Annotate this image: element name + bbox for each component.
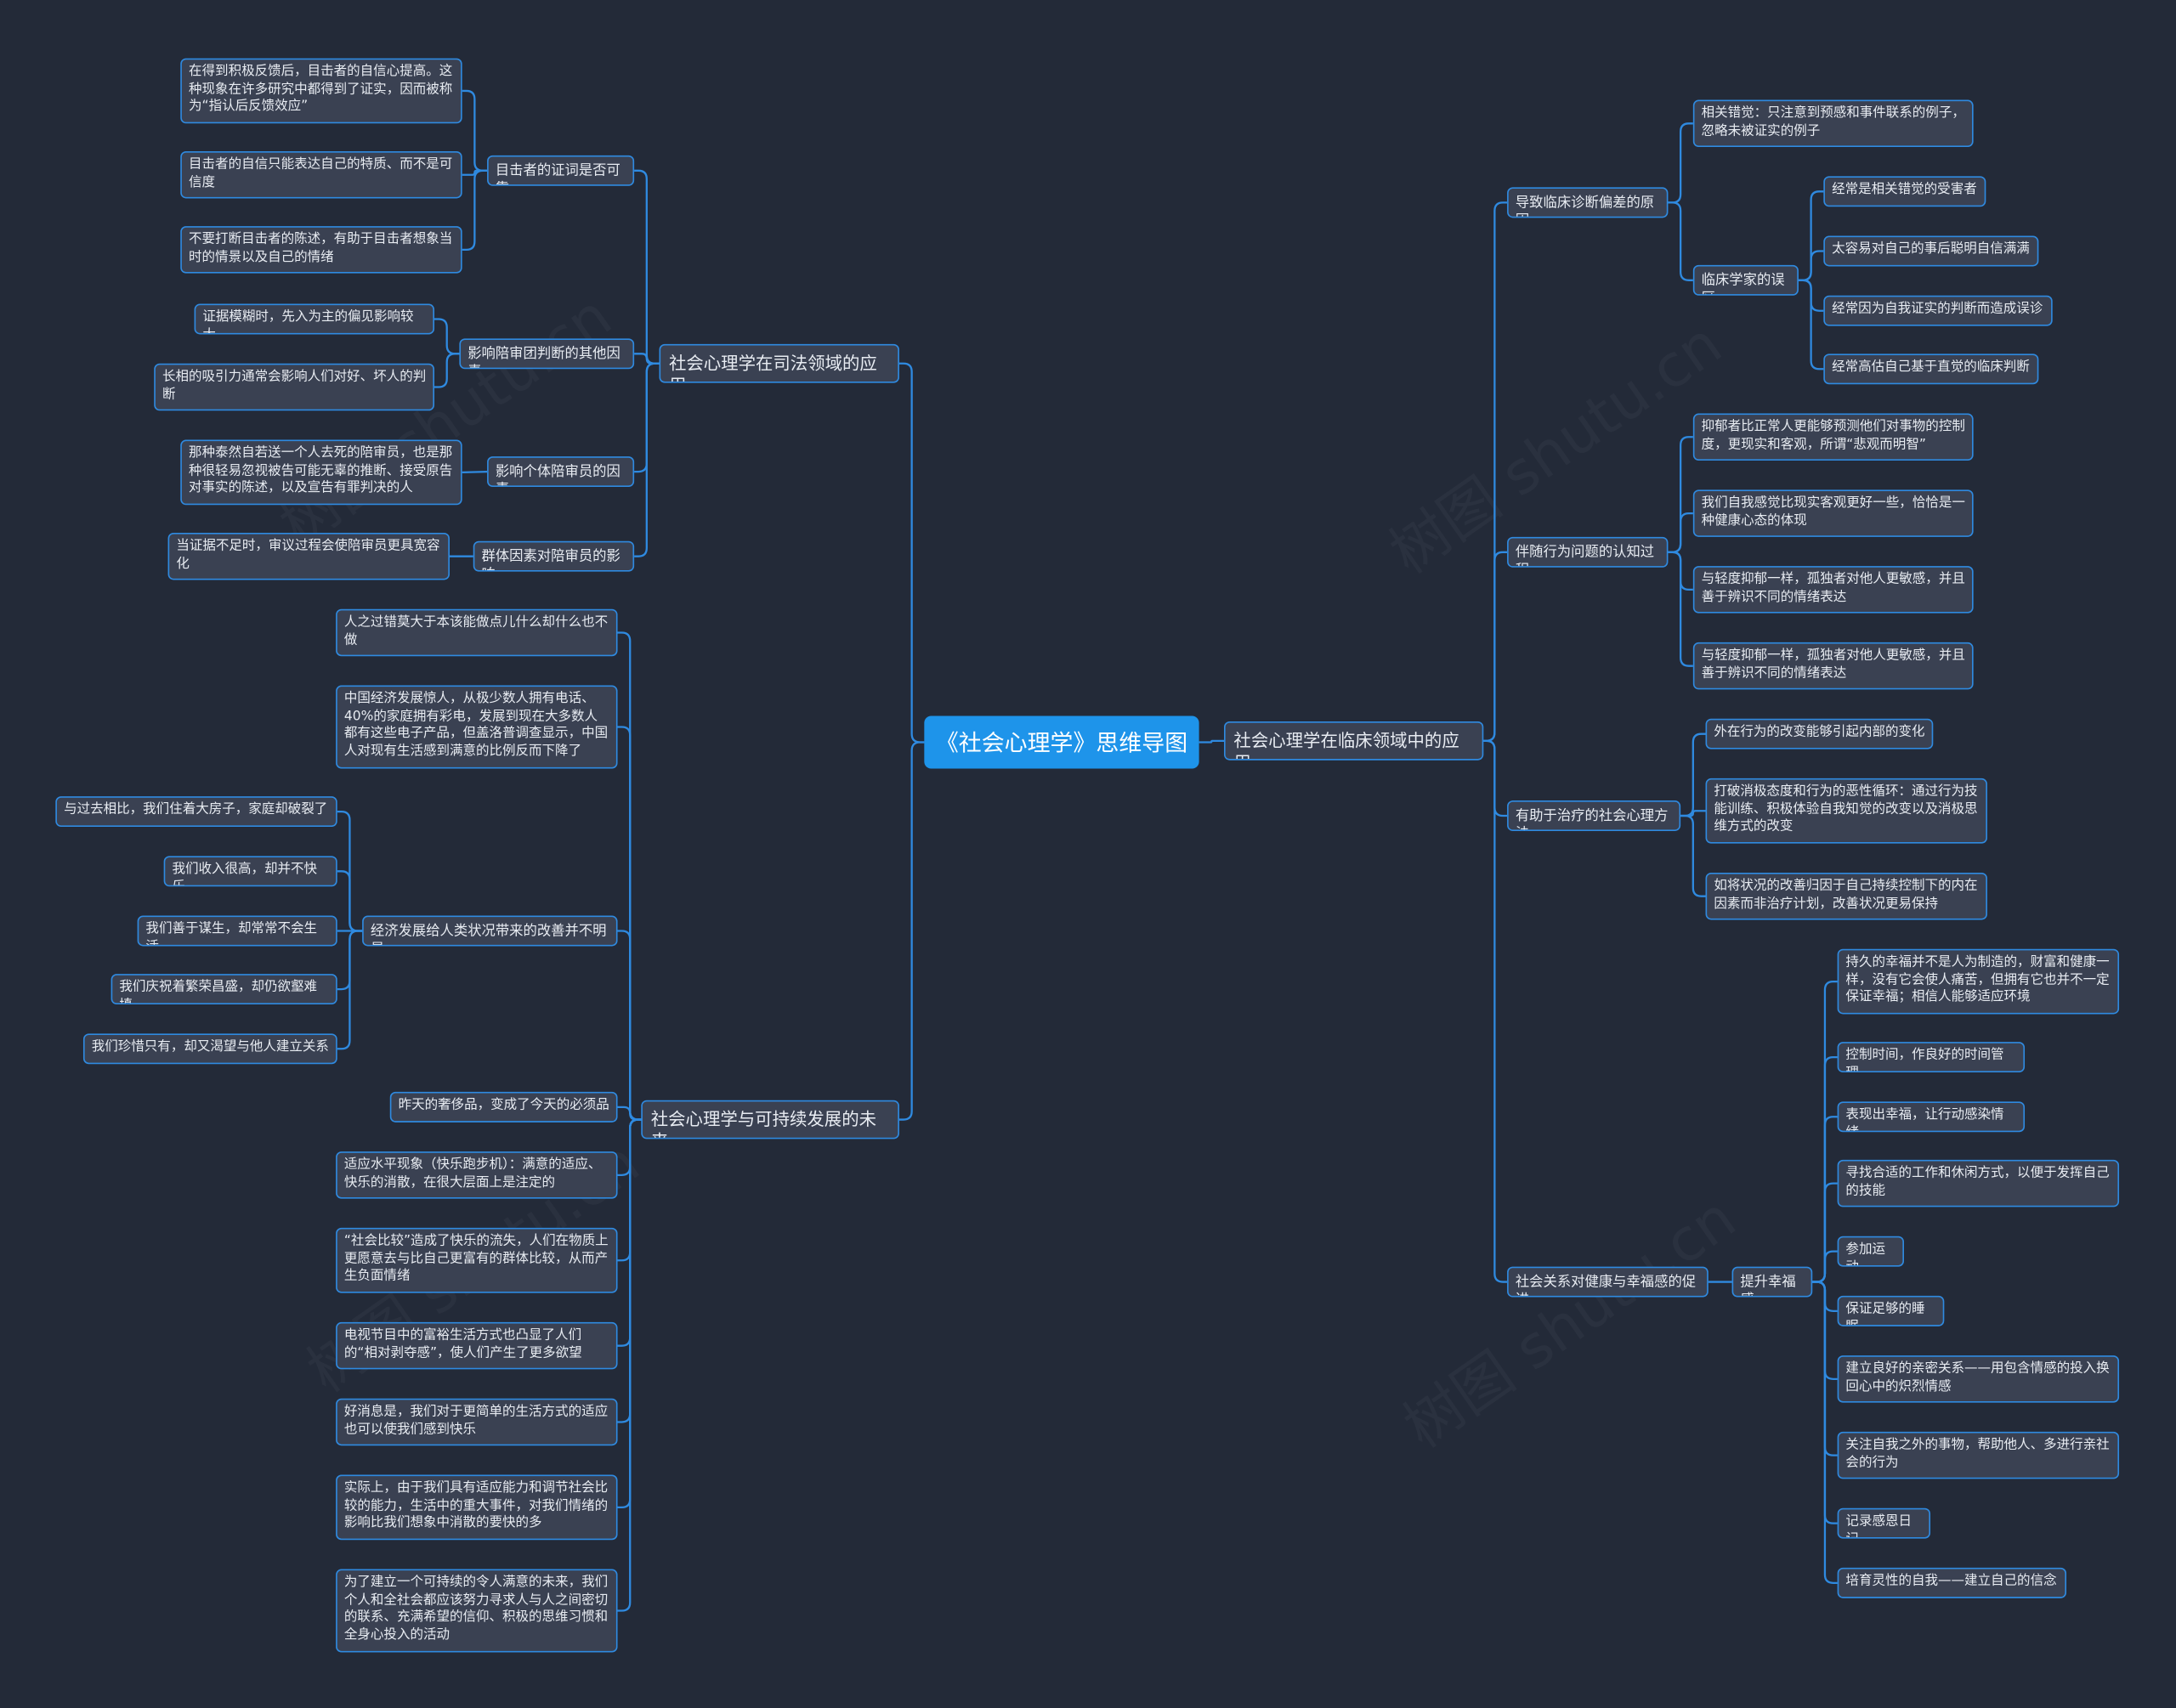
leaf-node[interactable]: 经常高估自己基于直觉的临床判断 xyxy=(1823,353,2039,385)
connector-line xyxy=(1798,250,1824,281)
leaf-node[interactable]: 太容易对自己的事后聪明自信满满 xyxy=(1823,235,2039,267)
leaf-node[interactable]: 昨天的奢侈品，变成了今天的必须品 xyxy=(389,1091,618,1123)
connector-line xyxy=(1680,732,1706,817)
connector-line xyxy=(337,870,363,932)
leaf-node[interactable]: 电视节目中的富裕生活方式也凸显了人们的“相对剥夺感”，使人们产生了更多欲望 xyxy=(336,1321,618,1370)
connector-line xyxy=(1668,201,1693,281)
branch-clinical[interactable]: 社会心理学在临床领域中的应用 xyxy=(1224,721,1484,761)
connector-line xyxy=(1198,739,1224,744)
connector-line xyxy=(634,169,660,365)
connector-line xyxy=(1798,279,1824,370)
connector-line xyxy=(898,362,925,744)
root-topic[interactable]: 《社会心理学》思维导图 xyxy=(924,715,1199,769)
connector-line xyxy=(337,930,363,1050)
branch-judicial[interactable]: 社会心理学在司法领域的应用 xyxy=(659,343,899,383)
leaf-node[interactable]: 证据模糊时，先入为主的偏见影响较大 xyxy=(194,303,435,335)
leaf-node[interactable]: 不要打断目击者的陈述，有助于目击者想象当时的情景以及自己的情绪 xyxy=(180,226,462,274)
leaf-node[interactable]: 关注自我之外的事物，帮助他人、多进行亲社会的行为 xyxy=(1837,1431,2120,1479)
leaf-node[interactable]: 表现出幸福，让行动感染情绪 xyxy=(1837,1101,2026,1133)
leaf-node[interactable]: 我们自我感觉比现实客观更好一些，恰恰是一种健康心态的体现 xyxy=(1692,489,1974,537)
leaf-node[interactable]: 我们庆祝着繁荣昌盛，却仍欲壑难填 xyxy=(110,974,337,1005)
topic-eyewitness-testimony[interactable]: 目击者的证词是否可靠 xyxy=(487,155,635,186)
topic-clinician-pitfalls[interactable]: 临床学家的误区 xyxy=(1692,264,1799,296)
leaf-node[interactable]: 适应水平现象（快乐跑步机）：满意的适应、快乐的消散，在很大层面上是注定的 xyxy=(336,1151,618,1199)
connector-line xyxy=(462,169,488,176)
leaf-node[interactable]: 如将状况的改善归因于自己持续控制下的内在因素而非治疗计划，改善状况更易保持 xyxy=(1705,872,1987,920)
leaf-node[interactable]: 我们善于谋生，却常常不会生活 xyxy=(137,915,337,947)
topic-therapy-methods[interactable]: 有助于治疗的社会心理方法 xyxy=(1507,800,1681,831)
leaf-node[interactable]: 实际上，由于我们具有适应能力和调节社会比较的能力，生活中的重大事件，对我们情绪的… xyxy=(336,1474,618,1541)
topic-economic-development[interactable]: 经济发展给人类状况带来的改善并不明显 xyxy=(362,915,618,947)
connector-line xyxy=(1812,1281,1838,1584)
connector-line xyxy=(617,930,642,1121)
topic-cognitive-process[interactable]: 伴随行为问题的认知过程 xyxy=(1507,536,1669,568)
connector-line xyxy=(434,353,460,388)
leaf-node[interactable]: 培育灵性的自我——建立自己的信念 xyxy=(1837,1567,2067,1598)
leaf-node[interactable]: 参加运动 xyxy=(1837,1236,1904,1267)
topic-jury-judgement-factors[interactable]: 影响陪审团判断的其他因素 xyxy=(459,338,635,370)
connector-line xyxy=(462,89,488,172)
connector-line xyxy=(1483,739,1508,1283)
leaf-node[interactable]: 当证据不足时，审议过程会使陪审员更具宽容化 xyxy=(167,532,450,580)
leaf-node[interactable]: 与过去相比，我们住着大房子，家庭却破裂了 xyxy=(55,796,337,828)
connector-line xyxy=(434,318,460,355)
leaf-node[interactable]: “社会比较”造成了快乐的流失，人们在物质上更愿意去与比自己更富有的群体比较，从而… xyxy=(336,1227,618,1293)
leaf-node[interactable]: 寻找合适的工作和休闲方式，以便于发挥自己的技能 xyxy=(1837,1159,2120,1207)
leaf-node[interactable]: 我们珍惜只有，却又渴望与他人建立关系 xyxy=(82,1033,337,1065)
connector-line xyxy=(462,169,488,252)
leaf-node[interactable]: 长相的吸引力通常会影响人们对好、坏人的判断 xyxy=(154,363,435,411)
leaf-node[interactable]: 保证足够的睡眠 xyxy=(1837,1295,1945,1326)
topic-diagnostic-bias[interactable]: 导致临床诊断偏差的原因 xyxy=(1507,187,1669,218)
leaf-node[interactable]: 持久的幸福并不是人为制造的，财富和健康一样，没有它会使人痛苦，但拥有它也并不一定… xyxy=(1837,948,2120,1015)
leaf-node[interactable]: 外在行为的改变能够引起内部的变化 xyxy=(1705,718,1934,749)
connector-line xyxy=(634,362,660,557)
leaf-node[interactable]: 人之过错莫大于本该能做点儿什么却什么也不做 xyxy=(336,608,618,657)
leaf-node[interactable]: 相关错觉：只注意到预感和事件联系的例子，忽略未被证实的例子 xyxy=(1692,99,1974,148)
topic-group-factors[interactable]: 群体因素对陪审员的影响 xyxy=(473,540,635,572)
connector-line xyxy=(1680,814,1706,897)
leaf-node[interactable]: 为了建立一个可持续的令人满意的未来，我们个人和全社会都应该努力寻求人与人之间密切… xyxy=(336,1569,618,1653)
leaf-node[interactable]: 在得到积极反馈后，目击者的自信心提高。这种现象在许多研究中都得到了证实，因而被称… xyxy=(180,58,462,124)
leaf-node[interactable]: 中国经济发展惊人，从极少数人拥有电话、40%的家庭拥有彩电，发展到现在大多数人都… xyxy=(336,685,618,769)
connector-line xyxy=(1668,551,1693,667)
connector-line xyxy=(617,1106,642,1121)
connector-line xyxy=(1812,1250,1838,1283)
leaf-node[interactable]: 控制时间，作良好的时间管理 xyxy=(1837,1042,2026,1073)
connector-line xyxy=(634,353,660,365)
leaf-node[interactable]: 经常是相关错觉的受害者 xyxy=(1823,176,1986,207)
topic-individual-juror-factors[interactable]: 影响个体陪审员的因素 xyxy=(487,456,635,488)
topic-social-relations-wellbeing[interactable]: 社会关系对健康与幸福感的促进 xyxy=(1507,1266,1708,1298)
leaf-node[interactable]: 那种泰然自若送一个人去死的陪审员，也是那种很轻易忽视被告可能无辜的推断、接受原告… xyxy=(180,439,462,506)
connector-line xyxy=(617,1118,642,1612)
leaf-node[interactable]: 与轻度抑郁一样，孤独者对他人更敏感，并且善于辨识不同的情绪表达 xyxy=(1692,642,1974,690)
branch-sustainable-future[interactable]: 社会心理学与可持续发展的未来 xyxy=(641,1100,899,1140)
connector-line xyxy=(1680,810,1706,817)
connector-line xyxy=(1668,512,1693,553)
leaf-node[interactable]: 经常因为自我证实的判断而造成误诊 xyxy=(1823,295,2053,326)
topic-improve-happiness[interactable]: 提升幸福感 xyxy=(1731,1266,1813,1298)
leaf-node[interactable]: 与轻度抑郁一样，孤独者对他人更敏感，并且善于辨识不同的情绪表达 xyxy=(1692,566,1974,614)
connector-line xyxy=(898,741,925,1121)
leaf-node[interactable]: 好消息是，我们对于更简单的生活方式的适应也可以使我们感到快乐 xyxy=(336,1398,618,1446)
leaf-node[interactable]: 打破消极态度和行为的恶性循环：通过行为技能训练、积极体验自我知觉的改变以及消极思… xyxy=(1705,778,1987,844)
leaf-node[interactable]: 目击者的自信只能表达自己的特质、而不是可信度 xyxy=(180,150,462,199)
connector-line xyxy=(1668,122,1693,204)
leaf-node[interactable]: 记录感恩日记 xyxy=(1837,1507,1931,1539)
leaf-node[interactable]: 建立良好的亲密关系——用包含情感的投入换回心中的炽烈情感 xyxy=(1837,1355,2120,1403)
leaf-node[interactable]: 抑郁者比正常人更能够预测他们对事物的控制度，更现实和客观，所谓“悲观而明智” xyxy=(1692,413,1974,461)
leaf-node[interactable]: 我们收入很高，却并不快乐 xyxy=(163,856,337,887)
connector-line xyxy=(1483,551,1508,742)
